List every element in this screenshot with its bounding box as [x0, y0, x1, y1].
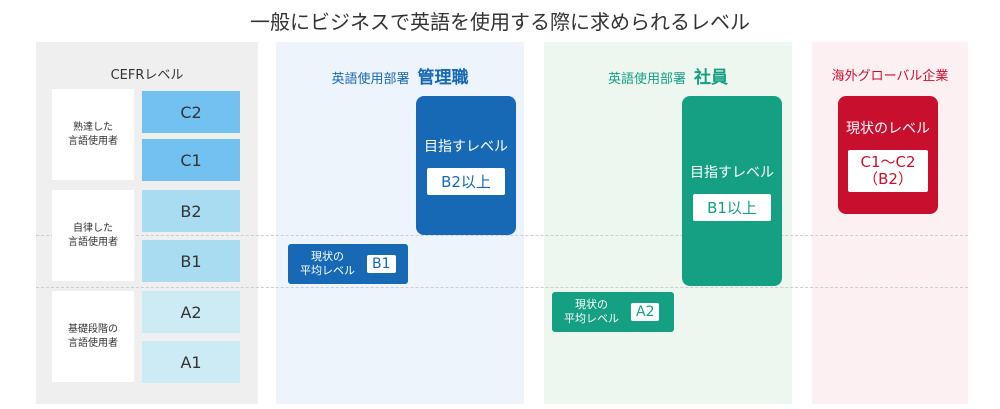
manager-target-value: B2以上: [427, 168, 505, 195]
level-b2: B2: [142, 190, 240, 232]
manager-header-role: 管理職: [417, 68, 469, 88]
employee-header-dept: 英語使用部署: [607, 72, 686, 87]
manager-current-box: 現状の 平均レベル B1: [288, 244, 408, 284]
level-c2: C2: [142, 91, 240, 133]
global-current-value-range: C1～C2: [860, 153, 916, 171]
employee-current-label: 現状の 平均レベル: [564, 298, 619, 325]
global-header: 海外グローバル企業: [831, 69, 949, 84]
guide-line-b1-top: [36, 235, 968, 236]
global-current-box: 現状のレベル C1～C2 （B2）: [838, 96, 938, 214]
employee-header: 英語使用部署社員: [544, 63, 792, 88]
manager-header: 英語使用部署管理職: [276, 63, 524, 88]
level-a1: A1: [142, 341, 240, 383]
manager-target-box: 目指すレベル B2以上: [416, 96, 516, 235]
employee-header-role: 社員: [694, 68, 728, 88]
employee-current-box: 現状の 平均レベル A2: [552, 292, 674, 332]
manager-current-value: B1: [367, 255, 396, 273]
employee-target-label: 目指すレベル: [690, 164, 774, 181]
guide-line-b1-bottom: [36, 287, 968, 288]
manager-target-label: 目指すレベル: [424, 139, 508, 155]
manager-current-label: 現状の 平均レベル: [300, 250, 355, 277]
level-a2: A2: [142, 291, 240, 333]
cefr-header: CEFRレベル: [110, 68, 184, 83]
employee-target-value: B1以上: [693, 193, 771, 221]
employee-current-value: A2: [631, 303, 660, 321]
group-proficient: 熟達した 言語使用者: [52, 89, 134, 180]
page-title: 一般にビジネスで英語を使用する際に求められるレベル: [250, 10, 750, 34]
level-b1: B1: [142, 240, 240, 282]
global-current-value: C1～C2 （B2）: [848, 150, 928, 192]
group-independent: 自律した 言語使用者: [52, 190, 134, 281]
employee-target-box: 目指すレベル B1以上: [682, 96, 782, 286]
group-basic: 基礎段階の 言語使用者: [52, 291, 134, 382]
level-c1: C1: [142, 139, 240, 181]
global-current-label: 現状のレベル: [846, 121, 930, 137]
global-current-value-paren: （B2）: [863, 170, 913, 188]
manager-header-dept: 英語使用部署: [331, 72, 410, 87]
